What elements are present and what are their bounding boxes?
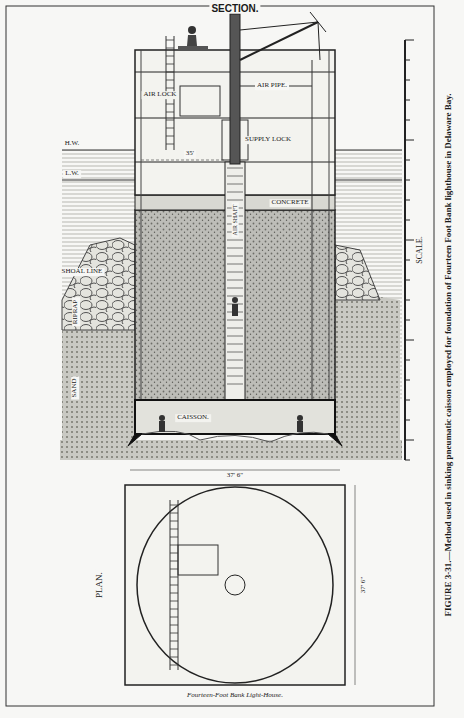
dimension: 35'	[184, 150, 196, 158]
dimension: 37' 6"	[360, 575, 368, 595]
part-label: CONCRETE	[270, 199, 311, 207]
plate-footer: Fourteen-Foot Bank Light-House.	[185, 692, 285, 700]
view-label: PLAN.	[95, 570, 105, 600]
part-label: AIR PIPE.	[255, 82, 289, 90]
part-label: RIPRAP	[72, 298, 80, 327]
water-level: L.W.	[63, 170, 81, 178]
part-label: AIR LOCK	[142, 91, 179, 99]
part-label: SHOAL LINE	[60, 268, 105, 276]
figure-caption: FIGURE 3-31.—Method used in sinking pneu…	[444, 92, 454, 619]
part-label: CAISSON.	[175, 414, 211, 422]
dimension: 37' 6"	[225, 472, 245, 480]
section-title: SECTION.	[209, 3, 260, 14]
water-level: H.W.	[63, 140, 82, 148]
scale-label: SCALE.	[416, 234, 425, 265]
part-label: SAND	[71, 376, 79, 399]
part-label: SUPPLY LOCK	[243, 136, 293, 144]
part-label: AIR SHAFT	[232, 203, 239, 238]
